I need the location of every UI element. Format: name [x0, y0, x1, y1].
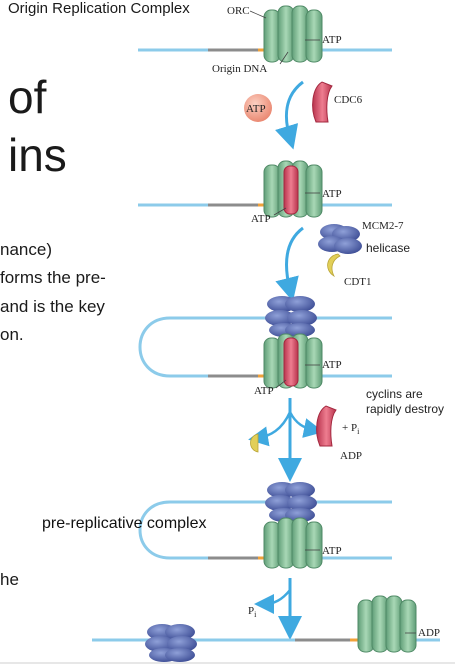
slide-title-fragment-ins: ins	[8, 129, 67, 181]
atp-label-left: ATP	[251, 213, 271, 225]
header-label: Origin Replication Complex	[8, 0, 190, 17]
orc-complex	[263, 517, 323, 569]
atp-molecule	[244, 94, 272, 122]
stage-1: ORC ATP Origin DNA	[138, 5, 392, 75]
body-text-fragment-2: forms the pre-	[0, 268, 106, 287]
slide-title-fragment-of: of	[8, 71, 47, 123]
dna-loop	[138, 316, 392, 378]
cdt1-protein	[327, 253, 341, 278]
adp-label: ADP	[340, 450, 362, 462]
body-text-fragment-3: and is the key	[0, 297, 105, 316]
mcm2-7-helicase	[145, 624, 197, 662]
step-arrow-4: Pi	[248, 578, 302, 640]
step-arrow-2: MCM2-7 helicase CDT1	[275, 220, 410, 302]
orc-label: ORC	[227, 5, 250, 17]
body-text-fragment-1: nance)	[0, 240, 52, 259]
cyclins-note-line1: cyclins are	[366, 387, 423, 401]
atp-ball-label: ATP	[246, 103, 266, 115]
cdc6-released	[316, 405, 337, 447]
cdc6-protein	[283, 337, 299, 387]
body-text-fragment-4: on.	[0, 325, 24, 344]
cdc6-protein	[283, 165, 299, 215]
body-text-fragment-5: he	[0, 570, 19, 589]
pi-label: + Pi	[342, 422, 360, 436]
orc-complex	[357, 595, 417, 653]
pi-label: Pi	[248, 605, 257, 619]
atp-label: ATP	[322, 359, 342, 371]
atp-label-left: ATP	[254, 385, 274, 397]
adp-label: ADP	[418, 627, 440, 639]
cyclins-note-line2: rapidly destroy	[366, 402, 444, 416]
atp-label: ATP	[322, 545, 342, 557]
origin-dna-label: Origin DNA	[212, 63, 267, 75]
dna-loop	[138, 500, 392, 560]
step-arrow-1: ATP CDC6	[244, 80, 363, 150]
cdt1-released	[250, 433, 259, 453]
cdc6-label: CDC6	[334, 94, 363, 106]
pre-replicative-complex-label: pre-replicative complex	[42, 515, 207, 532]
stage-5: ADP	[92, 595, 440, 662]
mcm-label: MCM2-7	[362, 220, 404, 232]
helicase-label: helicase	[366, 241, 410, 255]
stage-3: ATP ATP	[138, 296, 392, 397]
mcm2-7-helicase	[318, 224, 362, 254]
stage-2: ATP ATP	[138, 160, 392, 225]
mcm2-7-helicase	[265, 296, 317, 337]
cdt1-label: CDT1	[344, 276, 372, 288]
orc-complex	[263, 5, 323, 63]
cdc6-protein	[312, 81, 333, 123]
step-arrow-3: + Pi ADP cyclins are rapidly destroy	[248, 387, 444, 482]
atp-label: ATP	[322, 188, 342, 200]
atp-label: ATP	[322, 34, 342, 46]
mcm2-7-helicase	[265, 482, 317, 522]
stage-4-pre-rc: pre-replicative complex ATP	[42, 482, 392, 569]
